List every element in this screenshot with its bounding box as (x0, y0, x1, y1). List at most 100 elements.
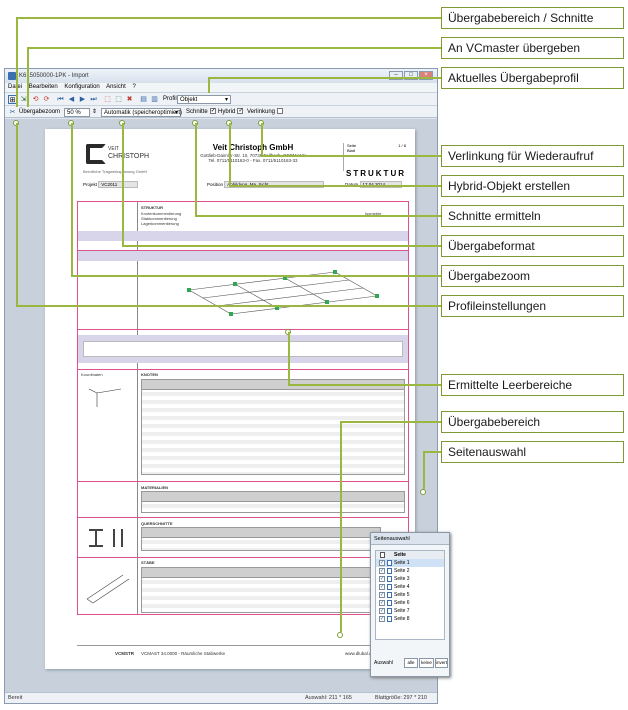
isometrie-label: Isometrie (365, 211, 382, 216)
leader-line (71, 123, 73, 276)
schnitte-checkbox[interactable]: Schnitte✓ (186, 108, 216, 117)
minimize-button[interactable]: – (389, 71, 403, 80)
datum-value: 17.04.2014 (359, 181, 402, 188)
title-bar: K615050000-1PK - Import – □ × (5, 69, 437, 83)
select-none-button[interactable]: keine (419, 658, 434, 668)
page-item[interactable]: ✓ Seite 2 (376, 567, 444, 575)
seite-label: Seite (347, 143, 357, 148)
datum-row: Datum 17.04.2014 (345, 181, 402, 189)
select-area-icon[interactable]: ⬚ (104, 96, 111, 103)
zoom-area-icon[interactable]: ⬚ (115, 96, 122, 103)
position-row: Position Abbildung_Ma_Sicht (207, 181, 325, 189)
save-icon[interactable]: ▥ (151, 96, 158, 103)
menu-ansicht[interactable]: Ansicht (106, 84, 126, 90)
page-item[interactable]: ✓Seite 8 (376, 615, 444, 623)
uebergeben-icon[interactable]: ⇲ (20, 96, 27, 103)
document-icon (387, 600, 392, 606)
leader-line (423, 451, 441, 453)
dialog-title: Seitenauswahl (371, 533, 449, 545)
coordinate-axes-drawing (88, 388, 122, 407)
hybrid-label: Hybrid (218, 109, 236, 115)
profile-select[interactable]: Objekt ▾ (177, 95, 231, 104)
table-header (142, 380, 404, 390)
empty-area-band (78, 251, 408, 261)
page-item[interactable]: ✓Seite 3 (376, 575, 444, 583)
page-item[interactable]: ✓ Seite 5 (376, 591, 444, 599)
logo-line2: CHRISTOPH (108, 153, 150, 160)
callout-seitenauswahl: Seitenauswahl (441, 441, 624, 463)
page-item[interactable]: ✓Seite 1 (376, 559, 444, 567)
page-item-label: Seite 5 (394, 592, 410, 598)
checkbox-checked-icon[interactable]: ✓ (379, 608, 385, 614)
window-title: K615050000-1PK - Import (19, 73, 89, 79)
page-item-label: Seite 2 (394, 568, 410, 574)
zoom-stepper-icon[interactable]: ⇕ (92, 109, 98, 115)
verlinkung-checkbox[interactable]: Verlinkung (247, 108, 284, 117)
document-icon (387, 616, 392, 622)
callout-an-vcmaster-uebergeben: An VCmaster übergeben (441, 37, 624, 59)
prev-page-icon[interactable]: ◀ (68, 96, 75, 103)
undo-icon[interactable]: ⟲ (32, 96, 39, 103)
leader-line (229, 185, 441, 187)
print-icon[interactable]: ▤ (140, 96, 147, 103)
checkbox-checked-icon: ✓ (237, 108, 244, 115)
checkbox-checked-icon[interactable]: ✓ (379, 568, 385, 574)
select-all-button[interactable]: alle (404, 658, 418, 668)
chevron-down-icon: ▾ (224, 97, 228, 103)
leader-dot (420, 489, 426, 495)
checkbox-checked-icon: ✓ (209, 108, 216, 115)
menu-konfiguration[interactable]: Konfiguration (64, 84, 100, 90)
leader-line (208, 77, 210, 93)
delete-area-icon[interactable]: ✖ (126, 96, 133, 103)
blatt-label: Blatt (347, 148, 356, 153)
dialog-footer: Auswahl alle keine invert (374, 658, 448, 668)
status-selection: Auswahl: 211 * 165 (305, 695, 352, 701)
company-name: Veit Christoph GmbH (212, 143, 294, 152)
knoten-title: KNOTEN (141, 372, 158, 377)
address-line: Gottlieb-Daimler-Str. 10, 70736 Fellbach… (200, 153, 306, 158)
page-selection-dialog[interactable]: Seitenauswahl Seite ✓Seite 1 ✓Seite 2 ✓S… (370, 532, 450, 677)
last-page-icon[interactable]: ⏭ (90, 96, 97, 103)
knoten-side-label: Koordinaten (81, 372, 103, 377)
projekt-row: Projekt VC2011 (83, 181, 139, 189)
profile-settings-icon[interactable]: ✂ (9, 109, 16, 116)
page-list[interactable]: Seite ✓Seite 1 ✓Seite 2 ✓Seite 3 ✓Seite … (375, 550, 445, 640)
page-item[interactable]: ✓Seite 4 (376, 583, 444, 591)
close-button[interactable]: × (419, 71, 433, 80)
checkbox-checked-icon[interactable]: ✓ (379, 600, 385, 606)
preview-canvas[interactable]: VEIT CHRISTOPH Berufliche Tragwerksplanu… (5, 119, 450, 692)
transfer-area-frame[interactable] (77, 201, 409, 615)
checkbox-checked-icon[interactable]: ✓ (379, 584, 385, 590)
document-page[interactable]: VEIT CHRISTOPH Berufliche Tragwerksplanu… (45, 129, 450, 677)
menu-help[interactable]: ? (132, 84, 136, 90)
hybrid-checkbox[interactable]: Hybrid✓ (218, 108, 243, 117)
zoom-select[interactable]: 50 % (64, 108, 90, 117)
empty-area-box (83, 341, 403, 357)
verlinkung-label: Verlinkung (247, 109, 276, 115)
leader-line (16, 17, 18, 107)
menu-datei[interactable]: Datei (8, 84, 23, 90)
leader-line (195, 123, 197, 216)
checkbox-checked-icon[interactable]: ✓ (379, 592, 385, 598)
page-item-label: Seite 6 (394, 600, 410, 606)
checkbox-checked-icon[interactable]: ✓ (379, 616, 385, 622)
leader-line (423, 452, 425, 489)
page-item[interactable]: ✓ Seite 6 (376, 599, 444, 607)
page-item[interactable]: ✓Seite 7 (376, 607, 444, 615)
checkbox-checked-icon[interactable]: ✓ (379, 576, 385, 582)
checkbox-checked-icon[interactable]: ✓ (379, 560, 385, 566)
leader-line (261, 123, 263, 155)
knoten-table (141, 379, 405, 475)
leader-line (71, 275, 441, 277)
redo-icon[interactable]: ⟳ (43, 96, 50, 103)
menu-bearbeiten[interactable]: Bearbeiten (28, 84, 58, 90)
querschnitte-title: QUERSCHNITTE (141, 521, 173, 526)
first-page-icon[interactable]: ⏮ (57, 96, 64, 103)
profile-select-value: Objekt (180, 97, 198, 103)
pages-icon (380, 552, 385, 558)
format-select[interactable]: Automatik (speicheroptimiert)▾ (101, 108, 182, 117)
next-page-icon[interactable]: ▶ (79, 96, 86, 103)
maximize-button[interactable]: □ (404, 71, 418, 80)
invert-selection-button[interactable]: invert (435, 658, 448, 668)
